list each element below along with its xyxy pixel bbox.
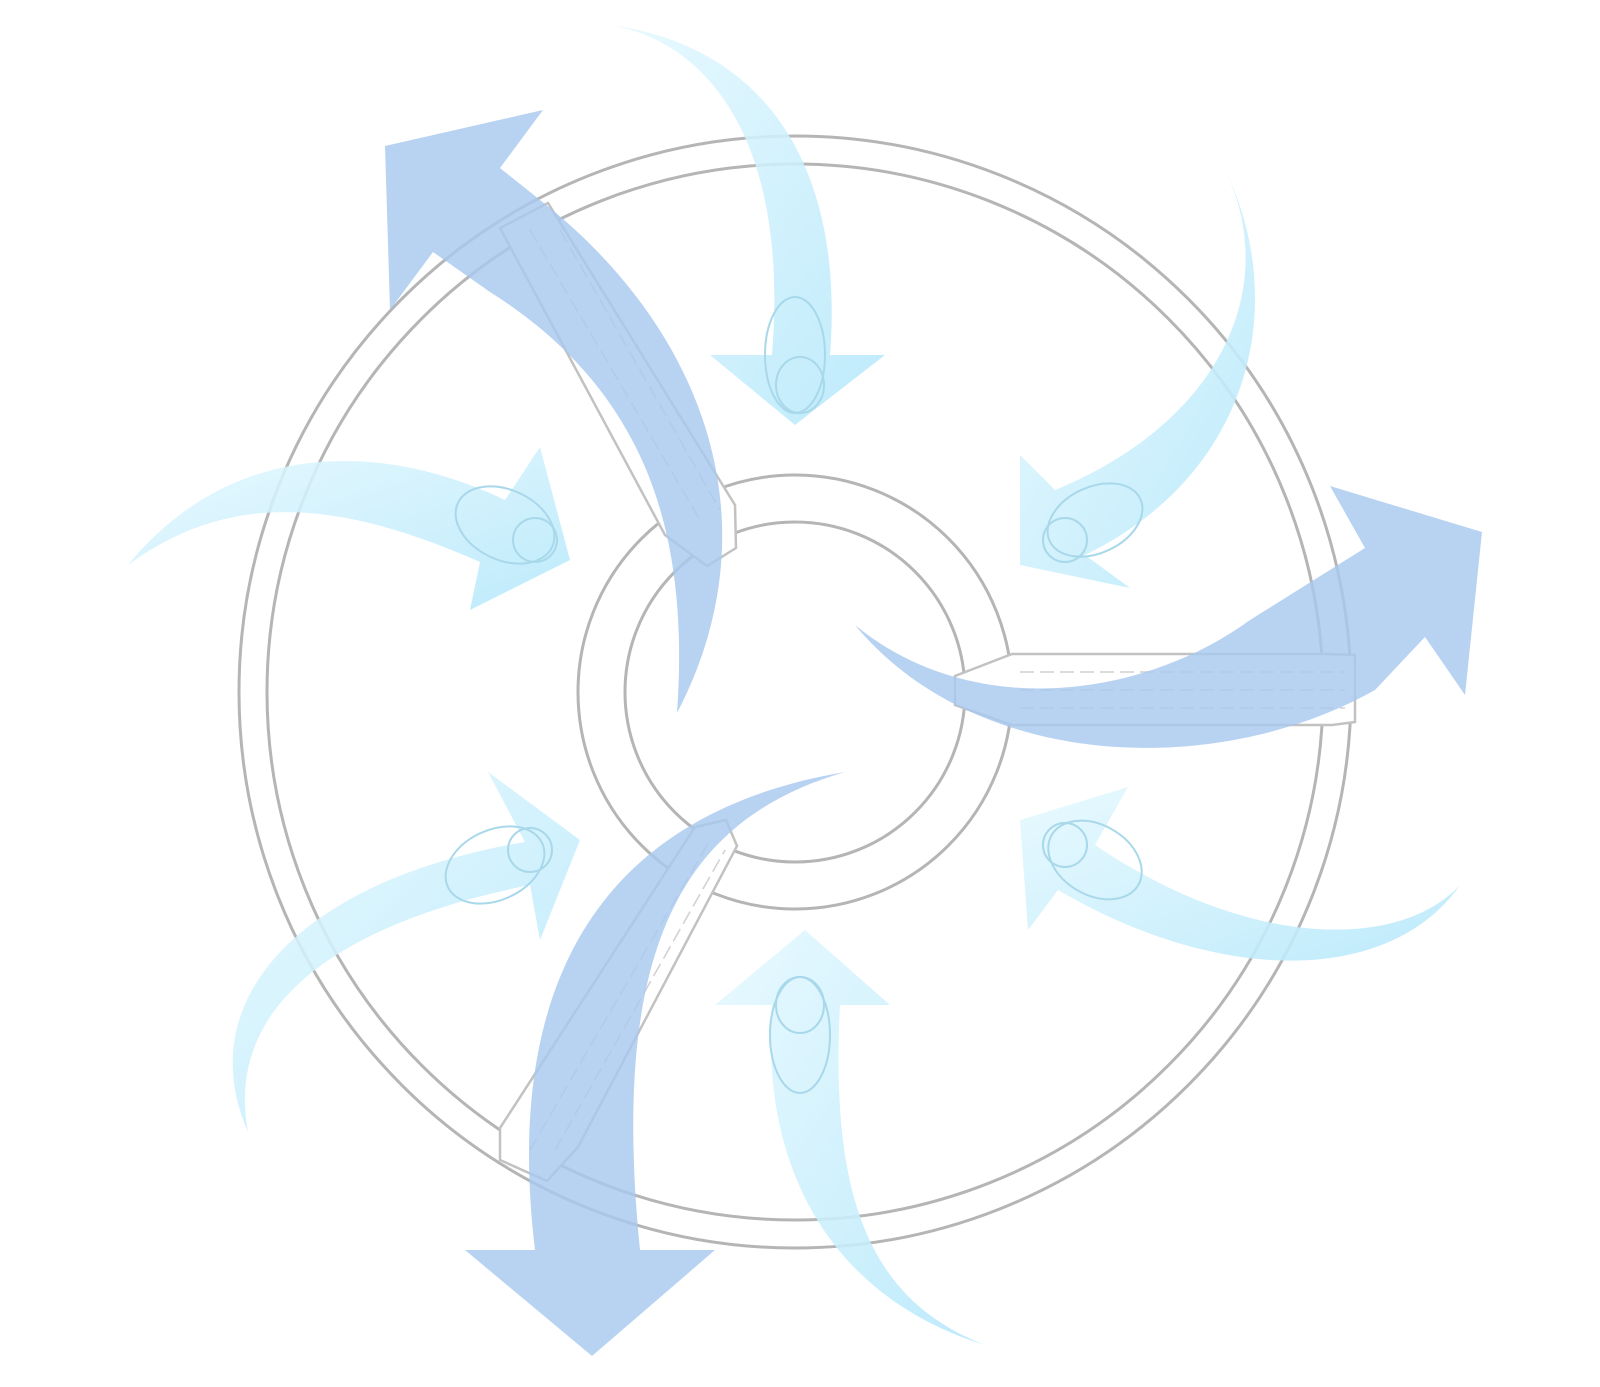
outflow-arrow-upper-left — [385, 110, 723, 713]
curved-arrow-outward-icon — [385, 110, 1482, 1356]
inflow-arrow-left-bottom — [232, 772, 580, 1132]
inflow-arrow-right-bottom — [1020, 787, 1460, 961]
inflow-arrow-left-top — [128, 447, 570, 610]
outflow-arrow-lower-left — [465, 772, 845, 1356]
inflow-lens-marks — [444, 296, 1144, 1094]
inflow-arrow-bottom — [715, 930, 985, 1345]
inflow-arrow-top — [610, 25, 885, 425]
inflow-arrow-right-top — [1020, 160, 1256, 588]
outflow-arrow-right — [855, 486, 1482, 748]
curved-arrow-inward-icon — [128, 25, 1460, 1345]
